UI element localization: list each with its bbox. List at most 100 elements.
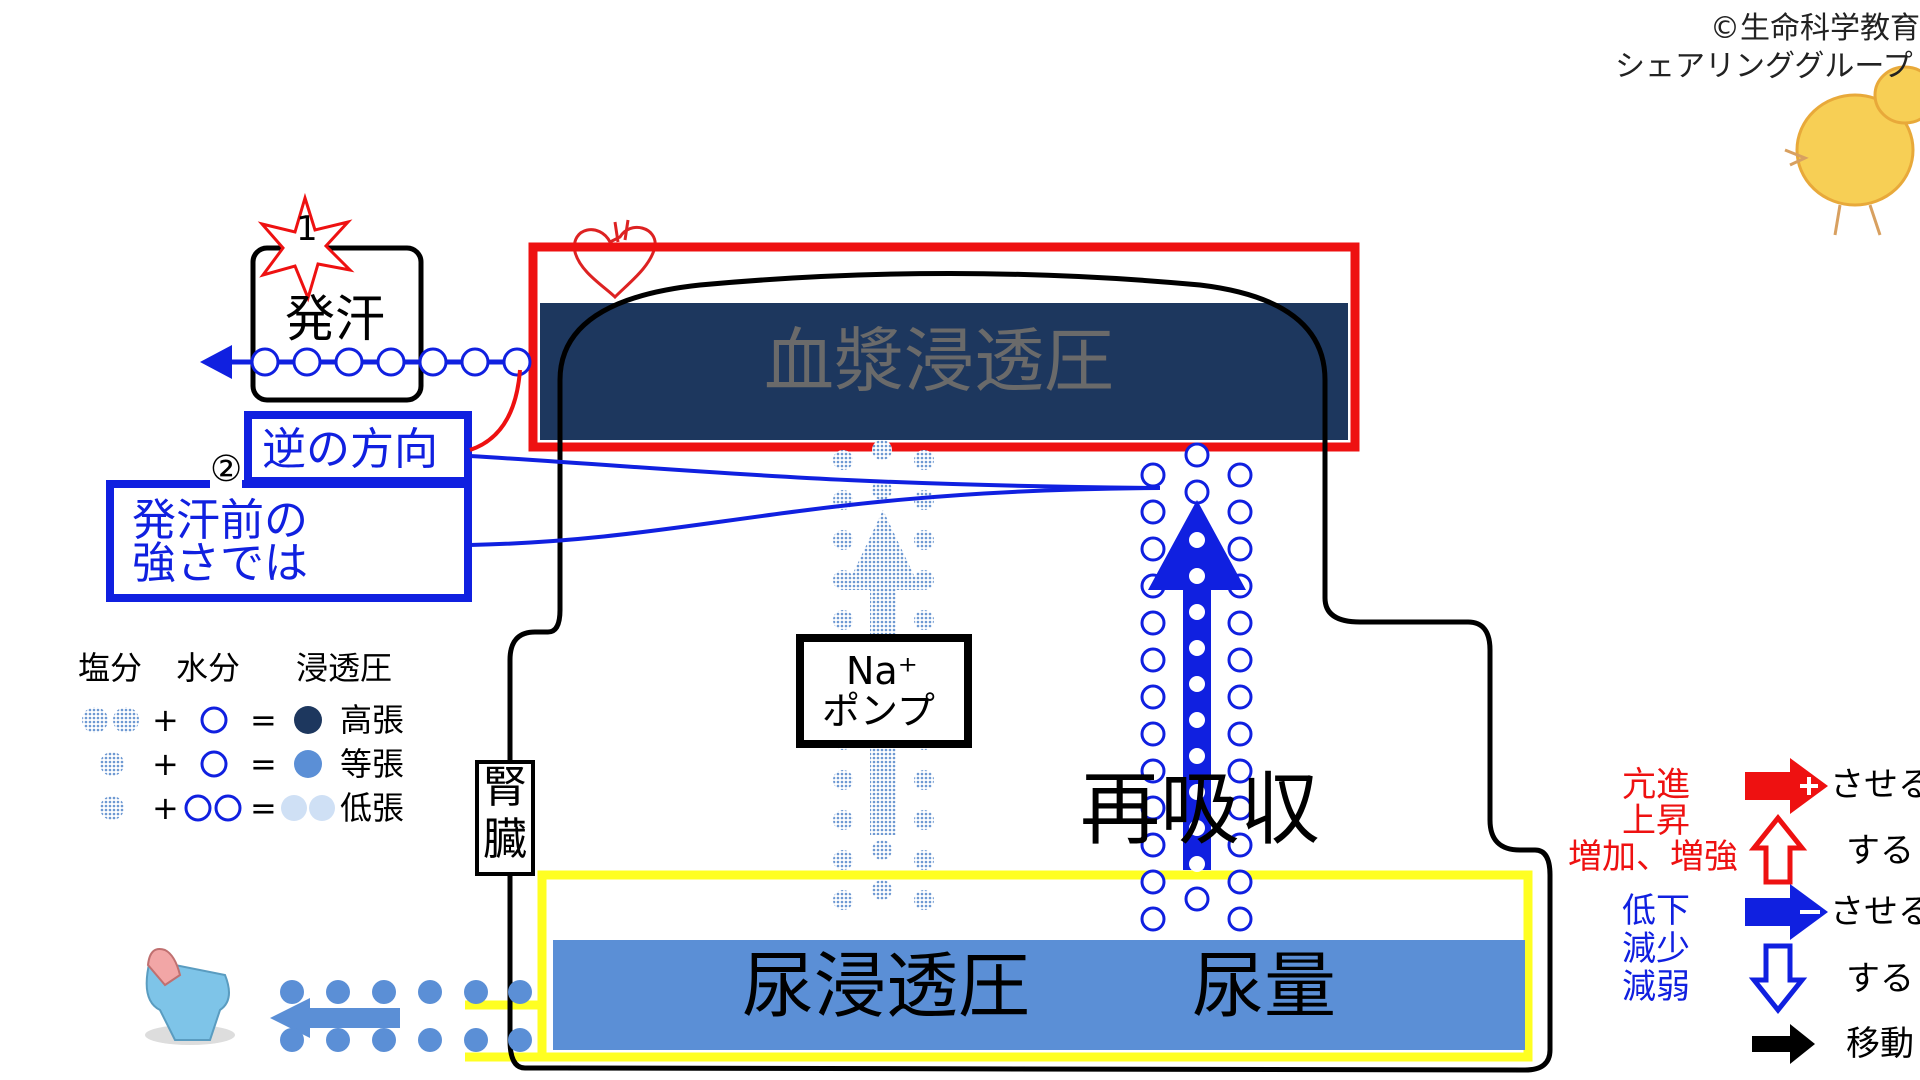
burst-icon: [257, 192, 355, 303]
water-circle: [1227, 647, 1253, 673]
salt-granule: [833, 850, 853, 870]
water-circle: [1227, 721, 1253, 747]
key-blue-2: 減少: [1622, 929, 1690, 969]
key-red-3: 増加、増強: [1568, 837, 1738, 877]
urine-dot: [508, 980, 532, 1004]
key-suru-1: する: [1846, 831, 1914, 871]
arrow-dot: [1189, 748, 1205, 764]
salt-icon: [82, 707, 108, 733]
salt-icon: [113, 707, 139, 733]
salt-granule: [833, 810, 853, 830]
arrow-key-icons: [1745, 758, 1828, 1064]
water-circle: [1140, 684, 1166, 710]
salt-granule: [833, 770, 853, 790]
urine-dot: [464, 980, 488, 1004]
sweat-circle: [418, 347, 448, 377]
water-icon: [200, 706, 228, 734]
salt-granule: [914, 890, 934, 910]
urine-tube: [465, 1000, 545, 1062]
salt-granule: [833, 890, 853, 910]
water-circle: [1140, 647, 1166, 673]
water-circle: [1227, 795, 1253, 821]
before-sweat-box: [106, 480, 472, 602]
hypotonic-icon: [309, 795, 335, 821]
water-circle: [1184, 442, 1210, 468]
blue-connector-top: [469, 454, 1161, 490]
kidney-outline: [507, 271, 1553, 1073]
arrow-dot: [1189, 640, 1205, 656]
sweat-flow-circles: [250, 347, 532, 377]
before-sweat-line-1: 発汗前の: [132, 495, 308, 546]
before-sweat-line-2: 強さでは: [132, 538, 308, 589]
salt-granule: [914, 490, 934, 510]
salt-icon: [100, 796, 124, 820]
water-icon: [184, 794, 212, 822]
key-row-3-plus: +: [152, 789, 179, 827]
blue-down-outline-arrow-icon: [1748, 943, 1808, 1015]
arrow-dot: [1189, 604, 1205, 620]
copyright-line-1: ©生命科学教育: [1710, 11, 1920, 46]
arrow-dot: [1189, 712, 1205, 728]
marker-one: 1: [296, 209, 318, 249]
blood-osmotic-label: 血漿浸透圧: [764, 320, 1114, 402]
water-circle: [1184, 479, 1210, 505]
red-connector: [469, 369, 522, 452]
urine-dot: [508, 1028, 532, 1052]
reabsorption-label: 再吸収: [1080, 763, 1320, 856]
key-symbols: [82, 706, 335, 822]
reverse-label: 逆の方向: [262, 424, 438, 475]
marker-two: ②: [210, 449, 243, 490]
water-icon: [200, 750, 228, 778]
salt-granule: [914, 450, 934, 470]
water-circle: [1140, 758, 1166, 784]
water-circle: [1140, 869, 1166, 895]
urine-box-outline: [537, 870, 1533, 1062]
urine-flow-arrow: [270, 998, 400, 1038]
sweat-circle: [250, 347, 280, 377]
na-pump-label-1: Na⁺: [846, 649, 918, 693]
key-move: 移動: [1846, 1024, 1914, 1064]
urine-dot: [464, 1028, 488, 1052]
salt-granule: [872, 880, 892, 900]
arrow-dot: [1189, 820, 1205, 836]
urine-osmotic-label: 尿浸透圧: [742, 944, 1031, 1028]
sweat-circle: [376, 347, 406, 377]
key-row-2-label: 等張: [340, 745, 405, 783]
key-row-1-plus: +: [152, 701, 179, 739]
urine-dot: [372, 980, 396, 1004]
sweat-circle: [334, 347, 364, 377]
key-blue-1: 低下: [1622, 891, 1690, 931]
heart-icon: [573, 219, 657, 300]
na-pump-label-2: ポンプ: [822, 689, 935, 733]
water-circle: [1140, 795, 1166, 821]
plasma-box-fill: [540, 303, 1348, 440]
key-header-osmotic: 浸透圧: [296, 649, 393, 687]
sweat-label: 発汗: [285, 290, 385, 348]
key-row-2-eq: =: [250, 745, 277, 783]
arrow-dot: [1189, 676, 1205, 692]
key-row-2-plus: +: [152, 745, 179, 783]
isotonic-icon: [294, 750, 322, 778]
plasma-box-outline: [528, 242, 1360, 452]
urine-box-fill: [553, 940, 1525, 1050]
kidney-label-1: 腎: [483, 762, 527, 813]
arrow-dot: [1189, 856, 1205, 872]
urine-dot: [418, 980, 442, 1004]
water-circle: [1227, 536, 1253, 562]
key-red-2: 上昇: [1622, 801, 1690, 841]
reverse-box: [244, 411, 472, 485]
urine-dot: [418, 1028, 442, 1052]
red-up-outline-arrow-icon: [1748, 813, 1808, 885]
water-icon: [214, 794, 242, 822]
urine-dot: [326, 1028, 350, 1052]
kidney-label-2: 臓: [483, 814, 527, 865]
sweat-circle: [292, 347, 322, 377]
na-pump-box: [796, 634, 972, 748]
hypertonic-icon: [294, 706, 322, 734]
arrow-dot: [1189, 532, 1205, 548]
sweat-circle: [502, 347, 532, 377]
sweat-circle: [460, 347, 490, 377]
key-saseru-2: させる: [1830, 892, 1920, 932]
water-circle: [1227, 610, 1253, 636]
